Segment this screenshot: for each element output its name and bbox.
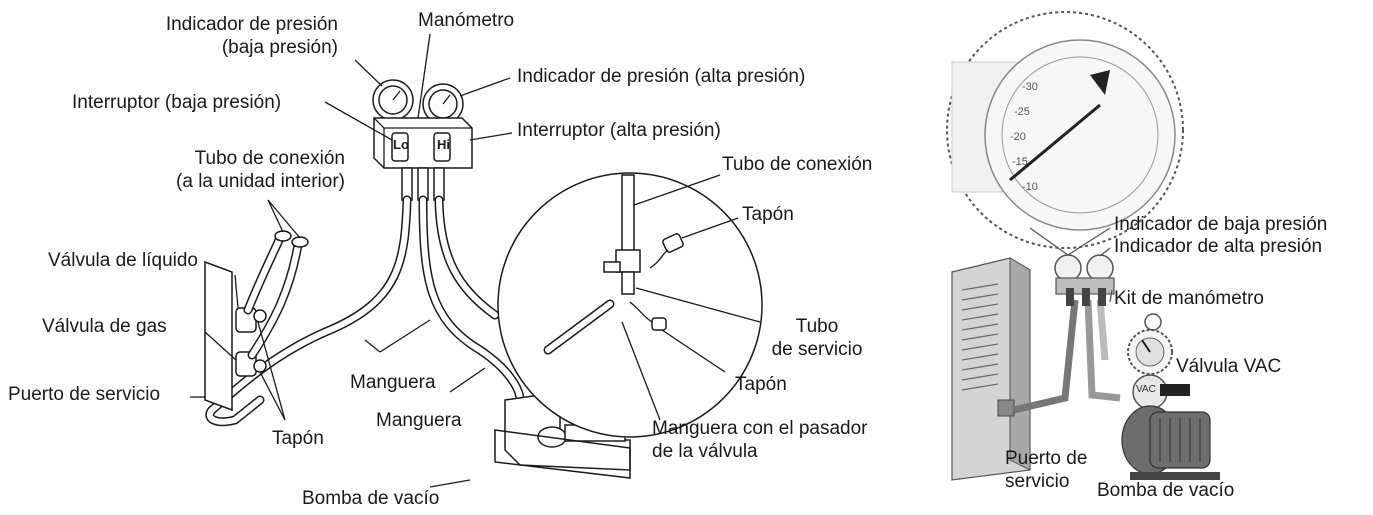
detail-cap-2 [651, 317, 667, 331]
label-right-service-port: Puerto de servicio [1005, 448, 1087, 494]
detail-connection-tube [621, 174, 635, 261]
leader-lines-left [190, 33, 513, 488]
label-high-pressure-switch: Interruptor (alta presión) [517, 120, 721, 141]
dial-mark-5: -10 [1022, 181, 1038, 193]
label-detail-cap-1: Tapón [742, 204, 794, 225]
label-hose-valve-pin: Manguera con el pasador de la válvula [652, 418, 867, 464]
label-connection-tube-line1: Tubo de conexión [194, 148, 345, 169]
zoom-gauge-needle [1009, 103, 1101, 182]
low-pressure-gauge-needle [392, 90, 401, 101]
label-low-pressure-indicator-line2: (baja presión) [221, 36, 338, 58]
vac-valve [1127, 313, 1190, 410]
label-liquid-valve: Válvula de líquido [48, 250, 198, 271]
leader-lines-right [1029, 227, 1113, 303]
label-gas-valve: Válvula de gas [42, 316, 167, 337]
label-low-pressure-indicator-line1: Indicador de presión [165, 14, 338, 35]
hose-port-2 [417, 167, 429, 201]
high-pressure-gauge-needle [442, 94, 451, 105]
hose-port-3 [433, 167, 445, 201]
label-hose-2: Manguera [376, 410, 462, 431]
label-service-tube: Tubo de servicio [752, 316, 882, 362]
label-service-port: Puerto de servicio [8, 384, 161, 405]
detail-service-stub [603, 261, 621, 273]
leader-lines-detail [621, 174, 761, 421]
right-low-gauge [1054, 254, 1082, 282]
label-service-tube-line1: Tubo [795, 316, 839, 337]
label-low-pressure-gauge: Indicador de baja presión [1114, 214, 1328, 235]
label-hose-valve-pin-line1: Manguera con el pasador [652, 418, 868, 439]
label-right-service-port-line1: Puerto de [1005, 448, 1088, 469]
detail-service-tube [621, 271, 635, 295]
label-connection-tube: Tubo de conexión (a la unidad interior) [140, 148, 345, 194]
label-gauge-lo: Lo [393, 137, 409, 152]
right-high-gauge [1086, 254, 1114, 282]
outdoor-unit [951, 257, 1031, 481]
label-high-pressure-gauge: Indicador de alta presión [1114, 236, 1323, 257]
detail-cap-1 [662, 233, 684, 253]
label-right-vacuum-pump: Bomba de vacío [1097, 480, 1235, 501]
tube-end-2 [291, 236, 309, 248]
label-cap: Tapón [272, 428, 324, 449]
label-detail-cap-2: Tapón [735, 374, 787, 395]
vacuum-pump-left [494, 394, 631, 479]
right-manifold [1054, 254, 1115, 306]
valve-plate [204, 260, 233, 412]
detail-circle-outline [497, 172, 763, 438]
cap-2 [253, 359, 267, 373]
outdoor-unit-valves [204, 230, 309, 412]
label-manometer: Manómetro [418, 10, 515, 31]
dial-mark-3: -20 [1010, 131, 1026, 143]
label-service-tube-line2: de servicio [771, 338, 863, 360]
label-hose-1: Manguera [350, 372, 436, 393]
label-high-pressure-indicator: Indicador de presión (alta presión) [517, 66, 806, 87]
hose-port-1 [401, 167, 413, 201]
service-port [997, 399, 1015, 417]
label-gauge-kit: Kit de manómetro [1114, 288, 1264, 309]
vacuum-pump-right [1121, 405, 1220, 480]
label-low-pressure-switch: Interruptor (baja presión) [72, 92, 282, 113]
zoom-gauge-dial [984, 39, 1176, 231]
dial-mark-2: -25 [1014, 106, 1030, 118]
label-vac-tag: VAC [1136, 384, 1156, 395]
manifold-body [373, 117, 473, 169]
dial-mark-4: -15 [1012, 156, 1028, 168]
hoses [205, 195, 525, 427]
low-pressure-switch [391, 132, 409, 162]
manifold-gauge-set [372, 79, 473, 201]
label-gauge-hi: Hi [437, 137, 450, 152]
high-pressure-switch [433, 132, 451, 162]
label-vacuum-pump: Bomba de vacío [302, 488, 440, 509]
label-detail-connection-tube: Tubo de conexión [722, 154, 873, 175]
gauge-zoom-circle [946, 11, 1184, 249]
label-vac-valve: Válvula VAC [1176, 356, 1282, 377]
label-low-pressure-indicator: Indicador de presión (baja presión) [128, 14, 338, 60]
detail-circle [497, 172, 763, 438]
zoom-dial-marks: -30 -25 -20 -15 -10 [1010, 81, 1038, 193]
cap-1 [253, 309, 267, 323]
label-connection-tube-line2: (a la unidad interior) [176, 170, 345, 192]
right-hoses [1013, 299, 1121, 414]
tube-end-1 [274, 230, 292, 242]
dial-mark-1: -30 [1022, 81, 1038, 93]
label-right-service-port-line2: servicio [1005, 470, 1070, 492]
vac-valve-handle [1160, 384, 1190, 396]
label-hose-valve-pin-line2: de la válvula [652, 440, 758, 462]
